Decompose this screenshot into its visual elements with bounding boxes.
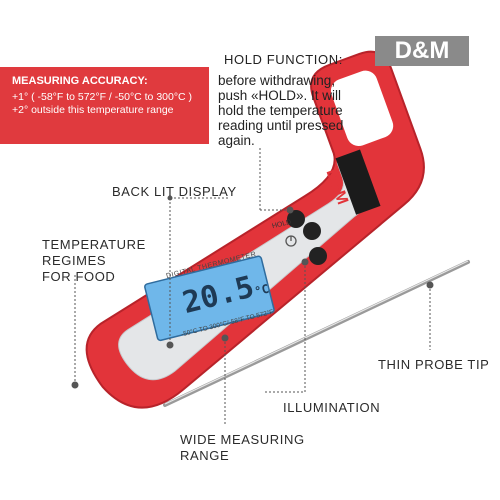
- temperature-regimes-line-1: TEMPERATURE: [42, 237, 146, 252]
- callout-illumination: ILLUMINATION: [283, 400, 381, 415]
- light-button: [309, 247, 327, 265]
- backlit-screen: [144, 255, 275, 342]
- temperature-regimes-line-3: FOR FOOD: [42, 269, 116, 284]
- callout-temperature-regimes: TEMPERATURE REGIMES FOR FOOD: [42, 237, 146, 285]
- accuracy-line-2: +2° outside this temperature range: [12, 104, 174, 116]
- hold-button: [287, 210, 305, 228]
- callout-thin-probe-tip: THIN PROBE TIP: [378, 357, 490, 372]
- handle-hole: [330, 70, 394, 147]
- callout-wide-measuring-range: WIDE MEASURING RANGE: [180, 432, 305, 464]
- wide-measuring-line-1: WIDE MEASURING: [180, 432, 305, 447]
- probe-rod: [163, 260, 470, 407]
- hold-function-body: before withdrawing, push «HOLD». It will…: [218, 73, 344, 148]
- accuracy-title: MEASURING ACCURACY:: [12, 75, 148, 87]
- power-button: [303, 222, 321, 240]
- callout-back-lit-display: BACK LIT DISPLAY: [112, 184, 237, 199]
- accuracy-box: MEASURING ACCURACY: +1° ( -58°F to 572°F…: [0, 67, 209, 144]
- brand-strip: [335, 149, 381, 215]
- wide-measuring-line-2: RANGE: [180, 448, 230, 463]
- brand-logo: D&M: [375, 36, 469, 66]
- hold-function-title: HOLD FUNCTION:: [224, 52, 343, 67]
- temperature-regimes-line-2: REGIMES: [42, 253, 107, 268]
- accuracy-line-1: +1° ( -58°F to 572°F / -50°C to 300°C ): [12, 91, 193, 103]
- reading-unit: °C: [253, 281, 271, 299]
